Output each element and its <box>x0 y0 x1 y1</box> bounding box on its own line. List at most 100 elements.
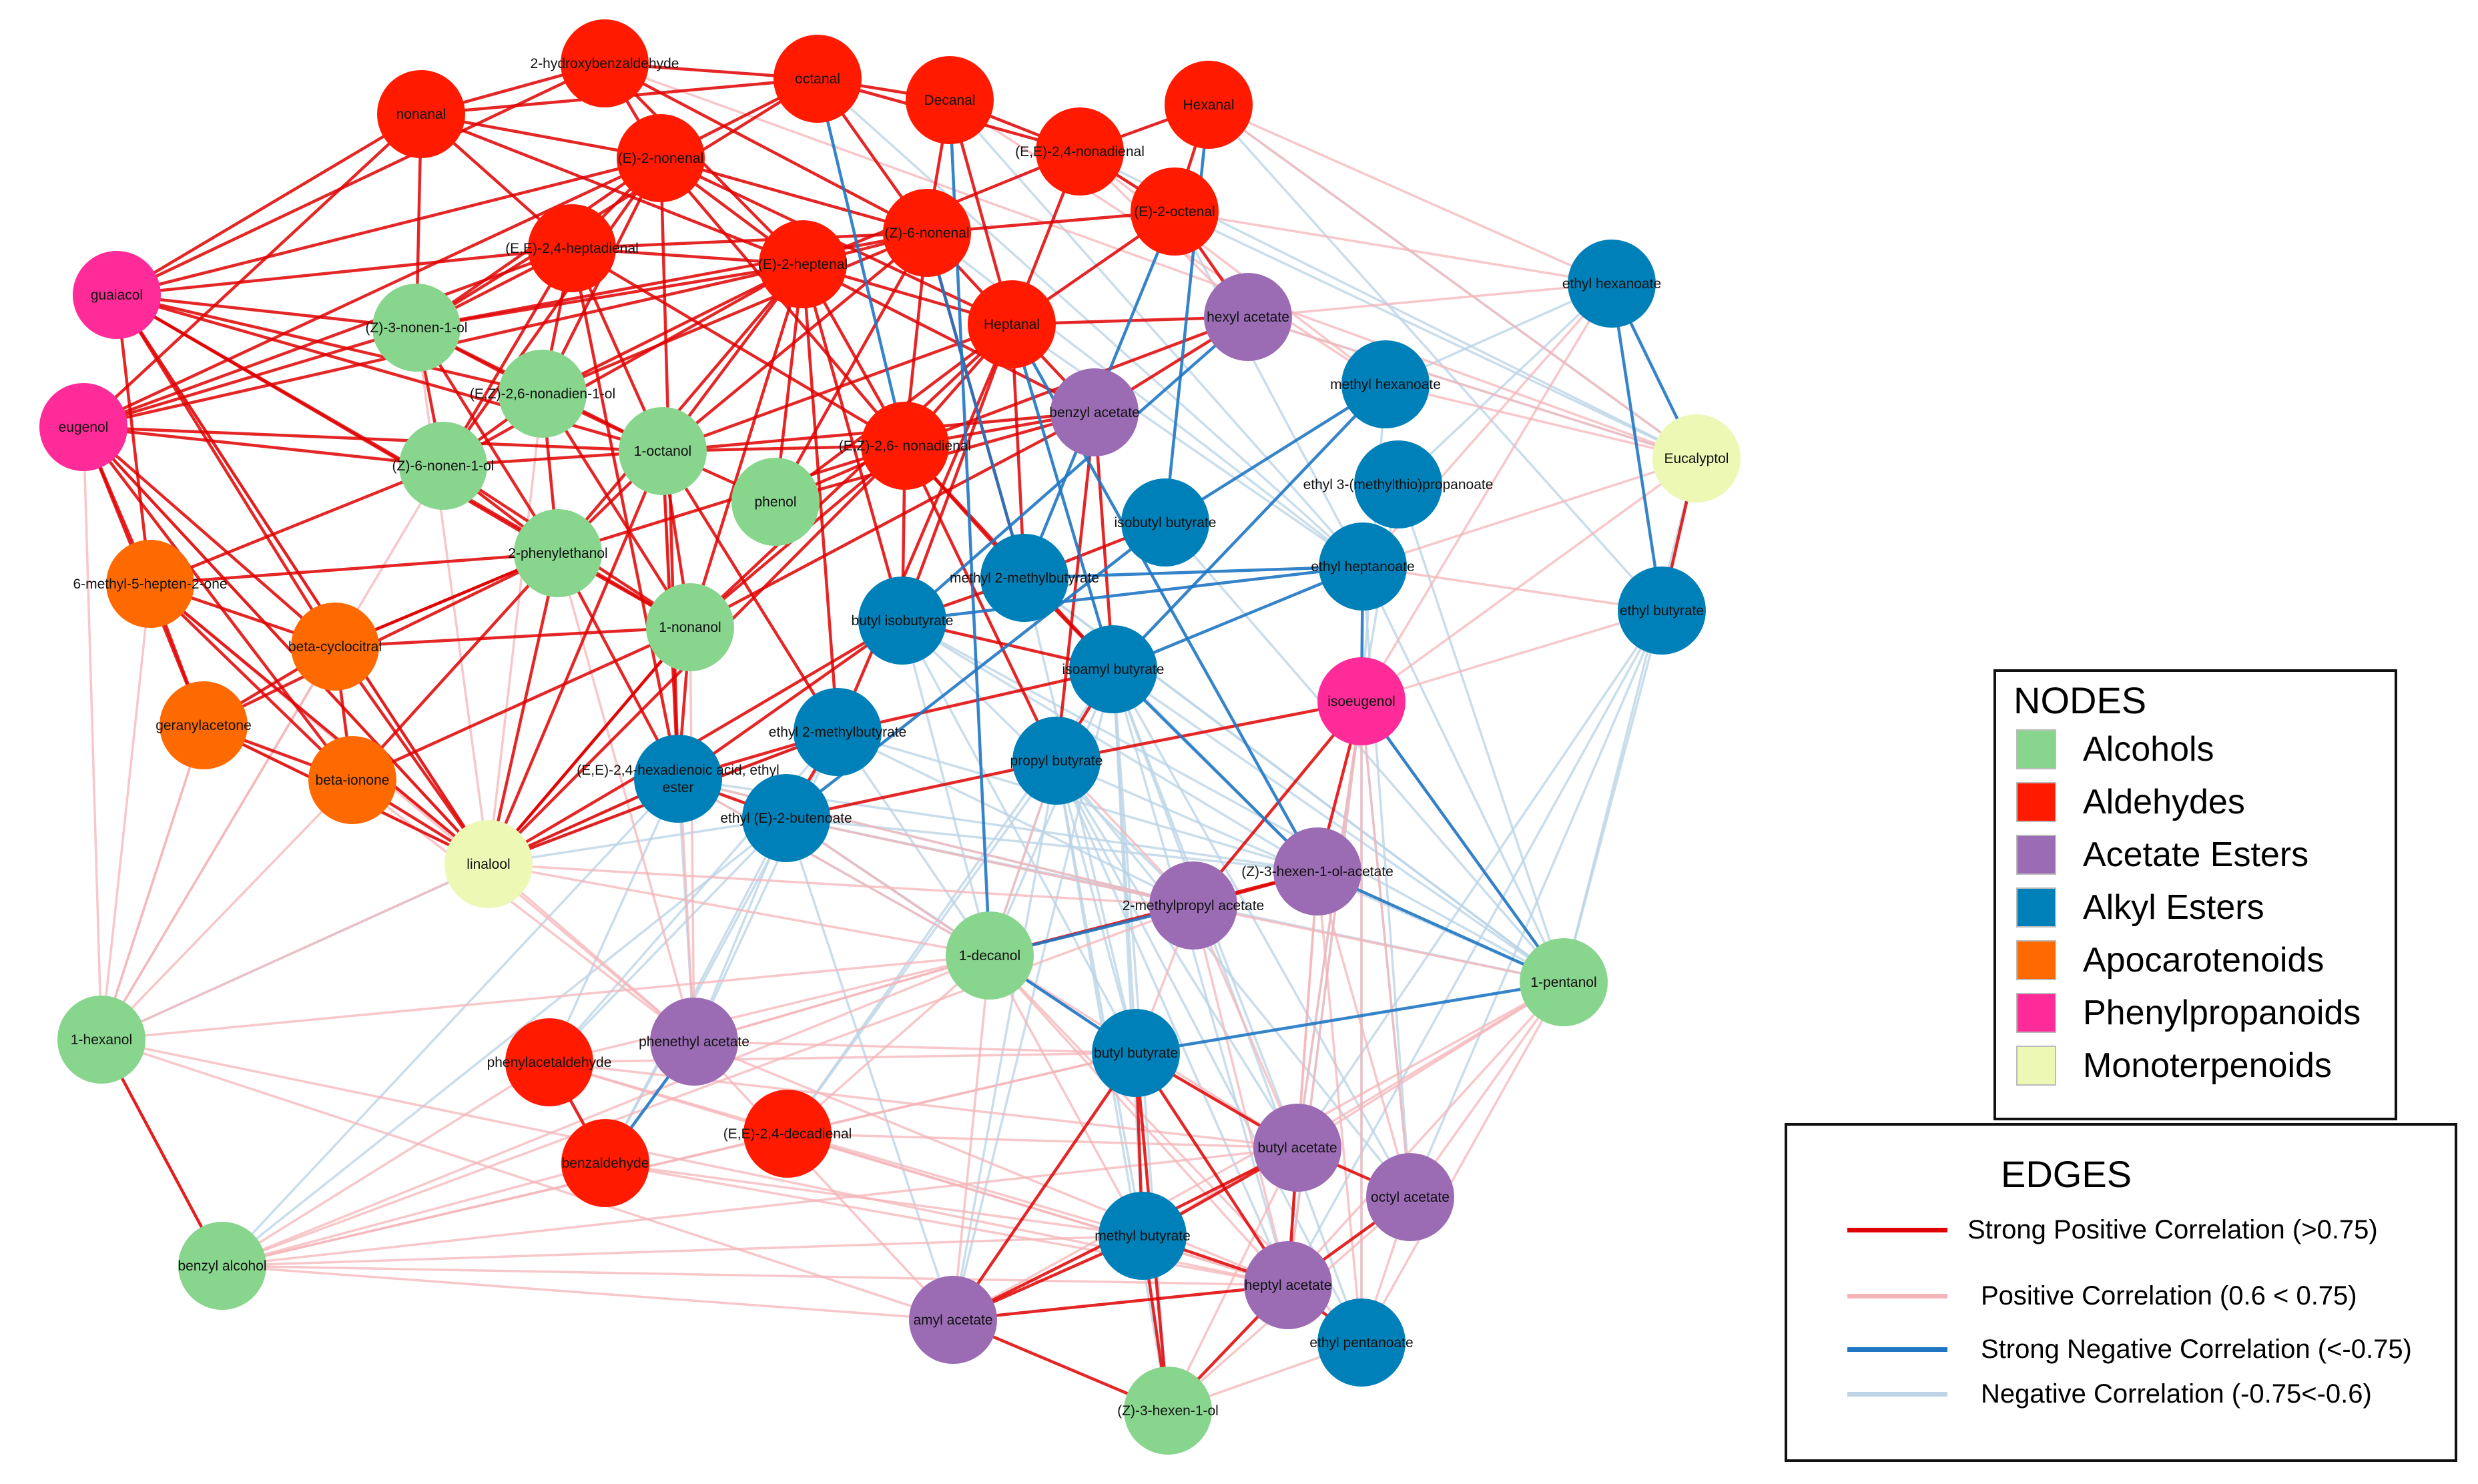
node-circle <box>1568 240 1656 328</box>
node-circle <box>1012 717 1101 805</box>
edge-positive <box>1362 565 1662 612</box>
edge-positive <box>1287 701 1363 1286</box>
network-node: (E)-2-heptenal <box>758 220 848 308</box>
node-circle <box>909 1276 997 1364</box>
edge-strong-positive <box>837 667 1114 734</box>
edge-strong-positive <box>570 248 680 779</box>
edge-positive <box>487 393 544 865</box>
edge-strong-positive <box>116 61 605 297</box>
edge-positive <box>787 1132 1289 1286</box>
node-circle <box>1149 861 1237 950</box>
node-label: (E,Z)-2,6- nonadienal <box>839 438 971 454</box>
node-label: beta-cyclocitral <box>288 639 382 655</box>
node-label: (E,E)-2,4-heptadienal <box>505 241 639 256</box>
node-circle <box>634 735 722 823</box>
edge-negative <box>693 731 839 1042</box>
edge-strong-positive <box>689 411 1096 629</box>
node-label: benzyl alcohol <box>178 1258 266 1274</box>
legend-swatch <box>2016 940 2056 980</box>
edge-strong-negative <box>1112 383 1387 671</box>
network-node: octanal <box>773 35 862 123</box>
edge-strong-positive <box>82 426 354 781</box>
edge-strong-positive <box>115 294 490 865</box>
edge-strong-positive <box>557 444 906 555</box>
edge-strong-positive <box>661 450 839 733</box>
edge-strong-positive <box>571 231 928 250</box>
node-label: ethyl (E)-2-butenoate <box>720 811 852 826</box>
legend-label: Apocarotenoids <box>2083 941 2325 980</box>
network-node: ethyl pentanoate <box>1309 1298 1414 1387</box>
node-circle <box>1366 1153 1454 1241</box>
node-label: 1-nonanol <box>659 620 721 635</box>
node-circle <box>1317 1298 1406 1387</box>
network-node: benzyl acetate <box>1049 368 1140 456</box>
network-node: nonanal <box>377 70 465 158</box>
edge-negative <box>1055 760 1289 1286</box>
edge-strong-positive <box>415 77 819 329</box>
edge-strong-positive <box>115 294 152 585</box>
edge-strong-positive <box>786 759 1057 820</box>
node-label: methyl butyrate <box>1095 1228 1191 1244</box>
node-circle <box>505 1018 593 1106</box>
network-node: methyl butyrate <box>1095 1192 1191 1280</box>
legend-item-acetate-esters: Acetate Esters <box>2016 831 2308 878</box>
edge-positive <box>549 1052 1137 1064</box>
node-label: linalool <box>467 857 510 872</box>
node-label: (Z)-6-nonen-1-ol <box>392 458 495 474</box>
edge-strong-negative <box>1112 668 1319 873</box>
node-label: (E)-2-nonenal <box>618 151 703 166</box>
edge-strong-negative <box>901 316 1249 622</box>
node-circle <box>1050 368 1139 456</box>
node-label: phenethyl acetate <box>639 1034 749 1050</box>
network-node: linalool <box>444 820 533 908</box>
edge-strong-positive <box>688 264 805 628</box>
edge-positive <box>549 954 990 1064</box>
node-circle <box>731 458 820 546</box>
edge-positive <box>786 817 1194 907</box>
network-node: amyl acetate <box>909 1276 997 1364</box>
edge-strong-positive <box>487 450 665 865</box>
edge-positive <box>689 627 695 1042</box>
network-node: guaiacol <box>73 251 161 339</box>
network-node: Heptanal <box>968 280 1056 368</box>
node-circle <box>946 911 1034 1000</box>
node-label: Decanal <box>924 93 975 108</box>
node-circle <box>178 1222 266 1310</box>
legend-edge-negative: Negative Correlation (-0.75<-0.6) <box>1847 1374 2372 1414</box>
edge-negative <box>988 669 1115 956</box>
legend-item-aldehydes: Aldehydes <box>2016 779 2245 825</box>
legend-label: Monoterpenoids <box>2083 1046 2332 1085</box>
legend-edge-label: Negative Correlation (-0.75<-0.6) <box>1981 1379 2372 1409</box>
legend-item-alcohols: Alcohols <box>2016 726 2214 773</box>
network-node: (Z)-3-hexen-1-ol <box>1117 1367 1219 1455</box>
network-node: 6-methyl-5-hepten-2-one <box>73 540 228 628</box>
network-node: ethyl butyrate <box>1618 567 1706 655</box>
legend-label: Alcohols <box>2083 730 2214 769</box>
edge-negative <box>1207 103 1663 612</box>
edge-positive <box>1193 904 1564 984</box>
edge-negative <box>1174 210 1697 460</box>
network-node: (E,E)-2,4-heptadienal <box>505 204 639 292</box>
node-label: nonanal <box>396 107 446 122</box>
network-node: (Z)-3-hexen-1-ol-acetate <box>1241 827 1393 915</box>
node-label: methyl hexanoate <box>1330 377 1441 392</box>
edge-strong-positive <box>677 619 904 780</box>
legend-edge-strong-negative: Strong Negative Correlation (<-0.75) <box>1847 1329 2412 1369</box>
network-node: (E,Z)-2,6- nonadienal <box>839 402 971 490</box>
node-circle <box>646 583 734 671</box>
edge-strong-negative <box>816 78 907 446</box>
legend-edge-label: Strong Positive Correlation (>0.75) <box>1967 1214 2378 1244</box>
legend-swatch <box>2016 835 2056 875</box>
edge-strong-positive <box>557 263 804 554</box>
edge-positive <box>605 1162 1143 1237</box>
edge-negative <box>1173 211 1364 567</box>
edge-positive <box>549 1061 1143 1237</box>
network-node: butyl butyrate <box>1092 1009 1180 1097</box>
node-label: butyl isobutyrate <box>852 613 954 629</box>
node-label: beta-ionone <box>316 773 390 788</box>
edge-strong-positive <box>83 425 444 468</box>
edge-positive <box>1361 609 1662 703</box>
network-node: butyl isobutyrate <box>852 577 954 665</box>
